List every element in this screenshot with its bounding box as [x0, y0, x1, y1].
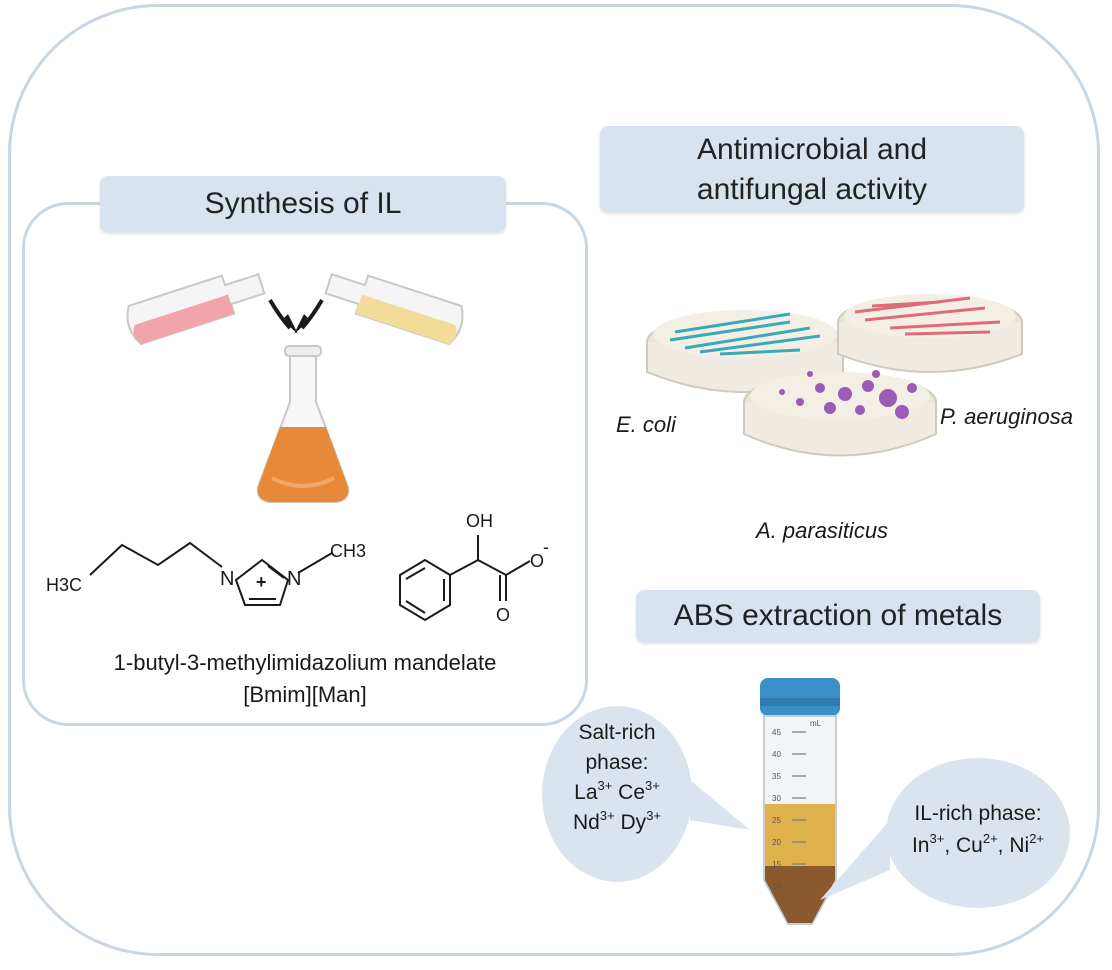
ion-symbol: Ni: [1009, 834, 1030, 857]
ion-symbol: Dy: [620, 811, 647, 834]
lower-phase-icon: [765, 866, 835, 923]
outer-frame: [8, 4, 1100, 956]
arrow-head-icon: [294, 314, 310, 334]
tube-scale-label: 25: [772, 816, 781, 825]
ion-symbol: Ce: [618, 781, 646, 804]
plus-label: +: [256, 572, 267, 592]
yellow-flask-icon: [324, 273, 464, 346]
erlenmeyer-flask-icon: [256, 345, 350, 503]
ion-charge: 3+: [645, 778, 660, 793]
ion-charge: 3+: [929, 831, 945, 846]
ion-symbol: Nd: [572, 811, 600, 834]
tube-scale-label: 35: [772, 772, 781, 781]
ion-symbol: In: [911, 834, 930, 857]
il-rich-ions: In3+, Cu2+, Ni2+: [911, 831, 1045, 857]
salt-rich-line2: phase:: [585, 751, 649, 774]
o-double-label: O: [496, 605, 510, 625]
flask-illustration: [126, 273, 464, 503]
synthesis-panel: [22, 202, 588, 726]
antimicrobial-title-line1: Antimicrobial and: [696, 133, 928, 166]
ion-symbol: La: [574, 781, 598, 804]
abs-title: ABS extraction of metals: [636, 590, 1040, 642]
ion-charge: 3+: [599, 808, 615, 823]
synthesis-title: Synthesis of IL: [100, 176, 506, 232]
tube-scale-label: 40: [772, 750, 781, 759]
upper-phase-icon: [765, 804, 835, 866]
ion-charge: 2+: [1029, 831, 1045, 846]
tube-cap-icon: [760, 678, 840, 716]
minus-label: -: [543, 537, 549, 557]
petri-dishes-illustration: [646, 294, 1023, 457]
il-rich-line1: IL-rich phase:: [914, 802, 1042, 825]
antimicrobial-title-line2: antifungal activity: [696, 173, 928, 206]
ion-symbol: Cu: [955, 834, 983, 857]
o-minus-label: O: [530, 551, 544, 571]
ion-charge: 3+: [597, 778, 613, 793]
compound-name: 1-butyl-3-methylimidazolium mandelate: [113, 650, 497, 675]
paeruginosa-dish-icon: [837, 294, 1023, 373]
arrow-icon: [268, 298, 324, 330]
antimicrobial-title: Antimicrobial and antifungal activity: [600, 126, 1024, 212]
pink-flask-icon: [126, 273, 266, 346]
tube-scale-label: 15: [772, 860, 781, 869]
il-rich-phase-callout: IL-rich phase: In3+, Cu2+, Ni2+: [886, 758, 1070, 908]
tube-scale-label: 10: [772, 882, 781, 891]
compound-abbrev: [Bmim][Man]: [243, 682, 367, 707]
tube-scale-label: 30: [772, 794, 781, 803]
callout-tails: [690, 780, 890, 900]
salt-rich-line1: Salt-rich: [578, 721, 656, 744]
ch3-label: CH3: [330, 541, 366, 561]
centrifuge-tube-illustration: mL 45 40 35 30 25 20 15 10: [760, 678, 840, 925]
tube-scale-label: 20: [772, 838, 781, 847]
ion-charge: 3+: [646, 808, 662, 823]
ion-charge: 2+: [982, 831, 998, 846]
salt-rich-ions-row2: Nd3+ Dy3+: [542, 808, 692, 838]
h3c-label: H3C: [46, 575, 82, 595]
tube-scale-label: 45: [772, 728, 781, 737]
paeruginosa-label: P. aeruginosa: [940, 404, 1073, 429]
aparasiticus-dish-icon: [743, 370, 937, 457]
salt-rich-ions-row1: La3+ Ce3+: [542, 778, 692, 808]
oh-label: OH: [466, 511, 493, 531]
tube-scale-label: mL: [810, 719, 822, 728]
salt-rich-phase-callout: Salt-rich phase: La3+ Ce3+ Nd3+ Dy3+: [542, 706, 692, 882]
arrow-head-icon: [282, 314, 298, 334]
aparasiticus-label: A. parasiticus: [756, 518, 889, 543]
n-right-label: N: [287, 568, 301, 590]
ecoli-label: E. coli: [616, 412, 676, 437]
n-left-label: N: [220, 568, 234, 590]
chemical-structure: H3C N + N CH3 OH O - O: [46, 511, 549, 625]
